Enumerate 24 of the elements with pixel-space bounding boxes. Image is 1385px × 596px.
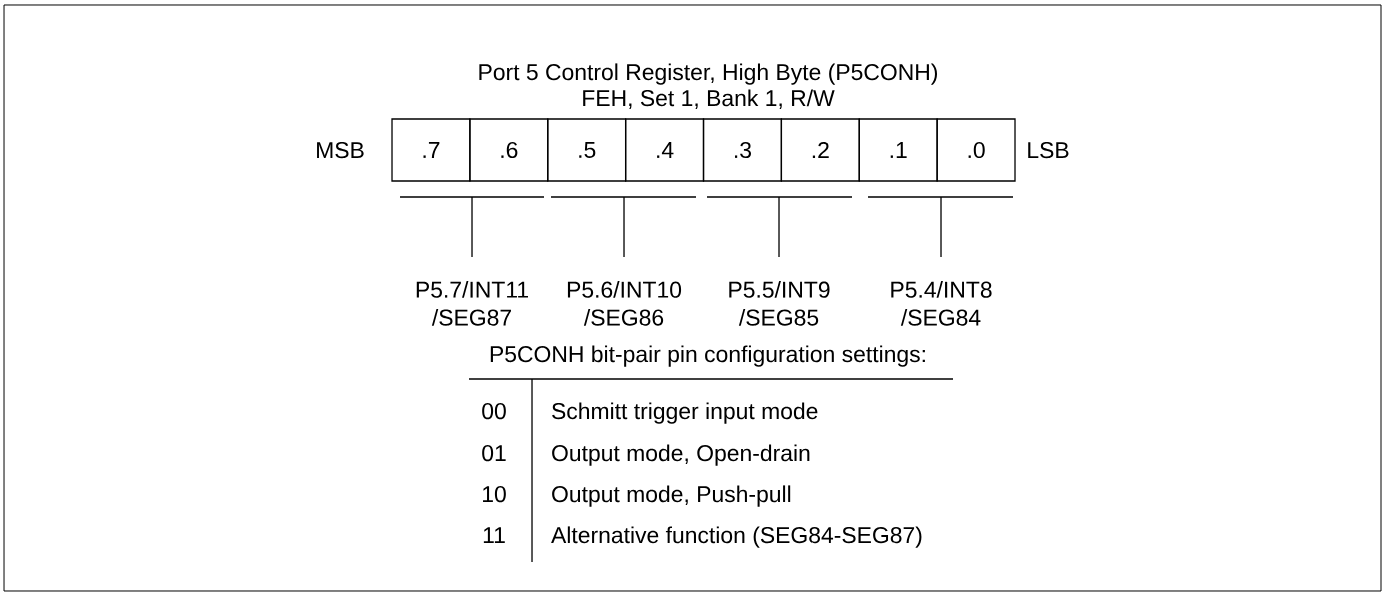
bit-cell: .3: [702, 118, 783, 182]
table-cell: 10: [483, 486, 506, 503]
subtitle: FEH, Set 1, Bank 1, R/W: [583, 89, 835, 109]
bit-order-label: MSB: [317, 142, 364, 159]
bit-cell: .0: [936, 118, 1016, 182]
table-cell: Output mode, Push-pull: [552, 485, 791, 507]
table-cell: 11: [483, 527, 505, 543]
bit-cell: .7: [391, 118, 471, 182]
bit-cell: .6: [469, 118, 549, 182]
table-cell: Alternative function (SEG84-SEG87): [551, 526, 922, 548]
table-cell: Schmitt trigger input mode: [552, 402, 818, 424]
pin-label: P5.4/INT8 /SEG84: [891, 281, 992, 326]
title: Port 5 Control Register, High Byte (P5CONH): [479, 63, 937, 85]
pin-label: P5.6/INT10 /SEG86: [567, 281, 682, 326]
table-heading: P5CONH bit-pair pin configuration settings:: [490, 345, 925, 367]
table-cell: 00: [482, 403, 506, 420]
bit-cell: .1: [858, 118, 938, 182]
bit-cell: .5: [547, 118, 627, 182]
table-cell: 01: [482, 445, 506, 462]
bit-cell: .4: [625, 118, 705, 182]
pin-label: P5.7/INT11 /SEG87: [416, 281, 528, 326]
pin-label: P5.5/INT9 /SEG85: [729, 281, 830, 326]
table-cell: Output mode, Open-drain: [552, 444, 810, 466]
bit-cell: .2: [780, 118, 860, 182]
